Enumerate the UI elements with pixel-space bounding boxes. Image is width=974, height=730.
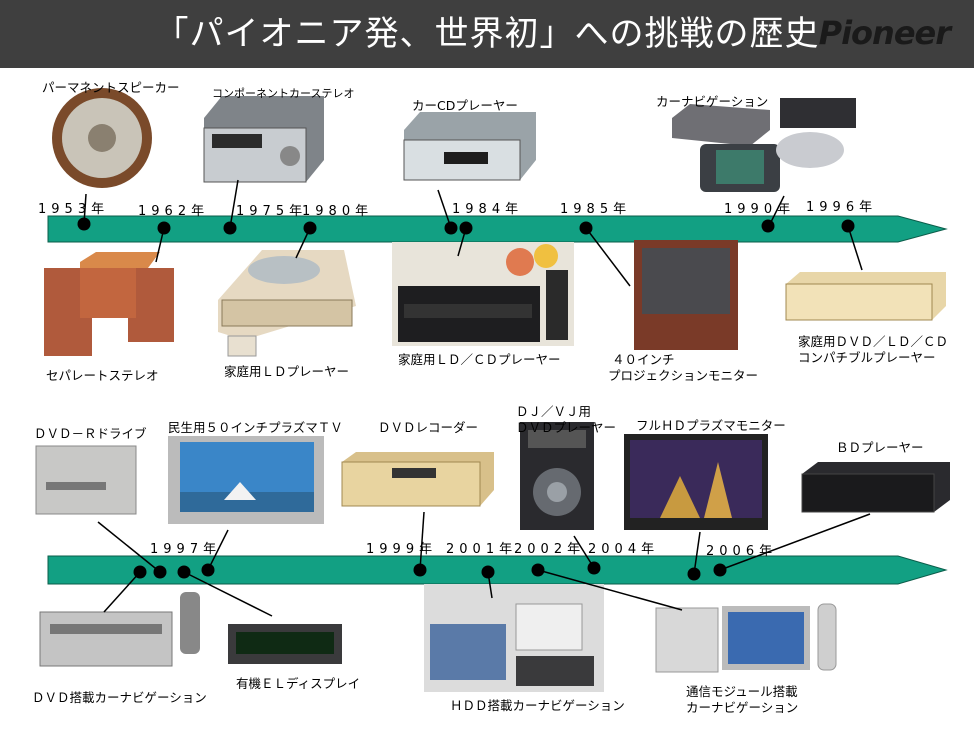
dj-dvd-player-image [520, 422, 594, 530]
car-cd-player-image [403, 112, 536, 181]
timeline-arrow-top [47, 215, 948, 243]
dvd-car-nav-image [39, 592, 200, 667]
compatible-player-image [785, 272, 946, 321]
label-home-ld-cd-player: 家庭用ＬＤ／ＣＤプレーヤー [398, 352, 561, 367]
label-40inch: ４０インチ [612, 352, 675, 367]
label-telematics-car-nav: カーナビゲーション [686, 700, 799, 715]
label-car-cd-player: カーCDプレーヤー [412, 98, 518, 113]
dvd-r-drive-image [35, 445, 137, 515]
year-label-1990: 1990年 [724, 202, 796, 217]
year-label-2002: 2002年 [514, 542, 586, 557]
year-label-1999: 1999年 [366, 542, 438, 557]
header-bar [0, 0, 974, 68]
timeline-dots [77, 217, 855, 581]
projection-monitor-image [634, 240, 738, 350]
label-dvd-ld-cd: 家庭用ＤＶＤ／ＬＤ／ＣＤ [798, 334, 949, 349]
year-label-1984: 1984年 [452, 202, 524, 217]
car-navigation-image [672, 98, 856, 192]
year-label-1980: 1980年 [302, 204, 374, 219]
year-label-1953: 1953年 [38, 202, 110, 217]
year-label-1997: 1997年 [150, 542, 222, 557]
telematics-car-nav-image [655, 603, 837, 673]
year-label-1962: 1962年 [138, 204, 210, 219]
separate-stereo-image [44, 252, 174, 356]
hdd-car-nav-image [424, 584, 604, 692]
label-full-hd-plasma: フルＨＤプラズマモニター [636, 418, 786, 433]
label-dvd-r-drive: ＤＶＤ－Ｒドライブ [34, 426, 147, 441]
home-ld-player-image [218, 250, 356, 357]
full-hd-plasma-image [624, 434, 768, 530]
home-ld-cd-player-image [392, 242, 574, 346]
label-car-navigation: カーナビゲーション [656, 94, 769, 109]
label-component-car-stereo: コンポーネントカーステレオ [212, 87, 355, 100]
label-dvd-player: ＤＶＤプレーヤー [516, 420, 617, 435]
label-compatible-player: コンパチブルプレーヤー [798, 350, 936, 365]
pioneer-logo: Pioneer [818, 14, 951, 52]
oled-display-image [228, 624, 342, 664]
year-label-2004: 2004年 [588, 542, 660, 557]
year-label-1975: 1975年 [236, 204, 308, 219]
plasma-tv-image [168, 436, 324, 524]
page-title: 「パイオニア発、世界初」への挑戦の歴史 [154, 14, 820, 54]
label-telematics-module: 通信モジュール搭載 [686, 684, 798, 699]
dvd-recorder-image [341, 452, 494, 507]
label-dvd-recorder: ＤＶＤレコーダー [378, 420, 479, 435]
label-plasma-tv: 民生用５０インチプラズマＴＶ [168, 420, 343, 435]
label-hdd-car-nav: ＨＤＤ搭載カーナビゲーション [450, 698, 625, 713]
label-home-ld-player: 家庭用ＬＤプレーヤー [224, 364, 350, 379]
bd-player-image [801, 462, 950, 513]
label-permanent-speaker: パーマネントスピーカー [42, 80, 180, 95]
permanent-speaker-image [52, 88, 152, 188]
label-separate-stereo: セパレートステレオ [46, 368, 159, 383]
component-car-stereo-image [203, 96, 324, 183]
label-dvd-car-nav: ＤＶＤ搭載カーナビゲーション [32, 690, 207, 705]
label-dj-vj: ＤＪ／ＶＪ用 [516, 404, 592, 419]
label-projection-monitor: プロジェクションモニター [608, 368, 759, 383]
label-bd-player: ＢＤプレーヤー [836, 440, 924, 455]
label-oled-display: 有機ＥＬディスプレイ [236, 676, 361, 691]
year-label-2001: 2001年 [446, 542, 518, 557]
year-label-1985: 1985年 [560, 202, 632, 217]
year-label-1996: 1996年 [806, 200, 878, 215]
year-label-2006: 2006年 [706, 544, 778, 559]
